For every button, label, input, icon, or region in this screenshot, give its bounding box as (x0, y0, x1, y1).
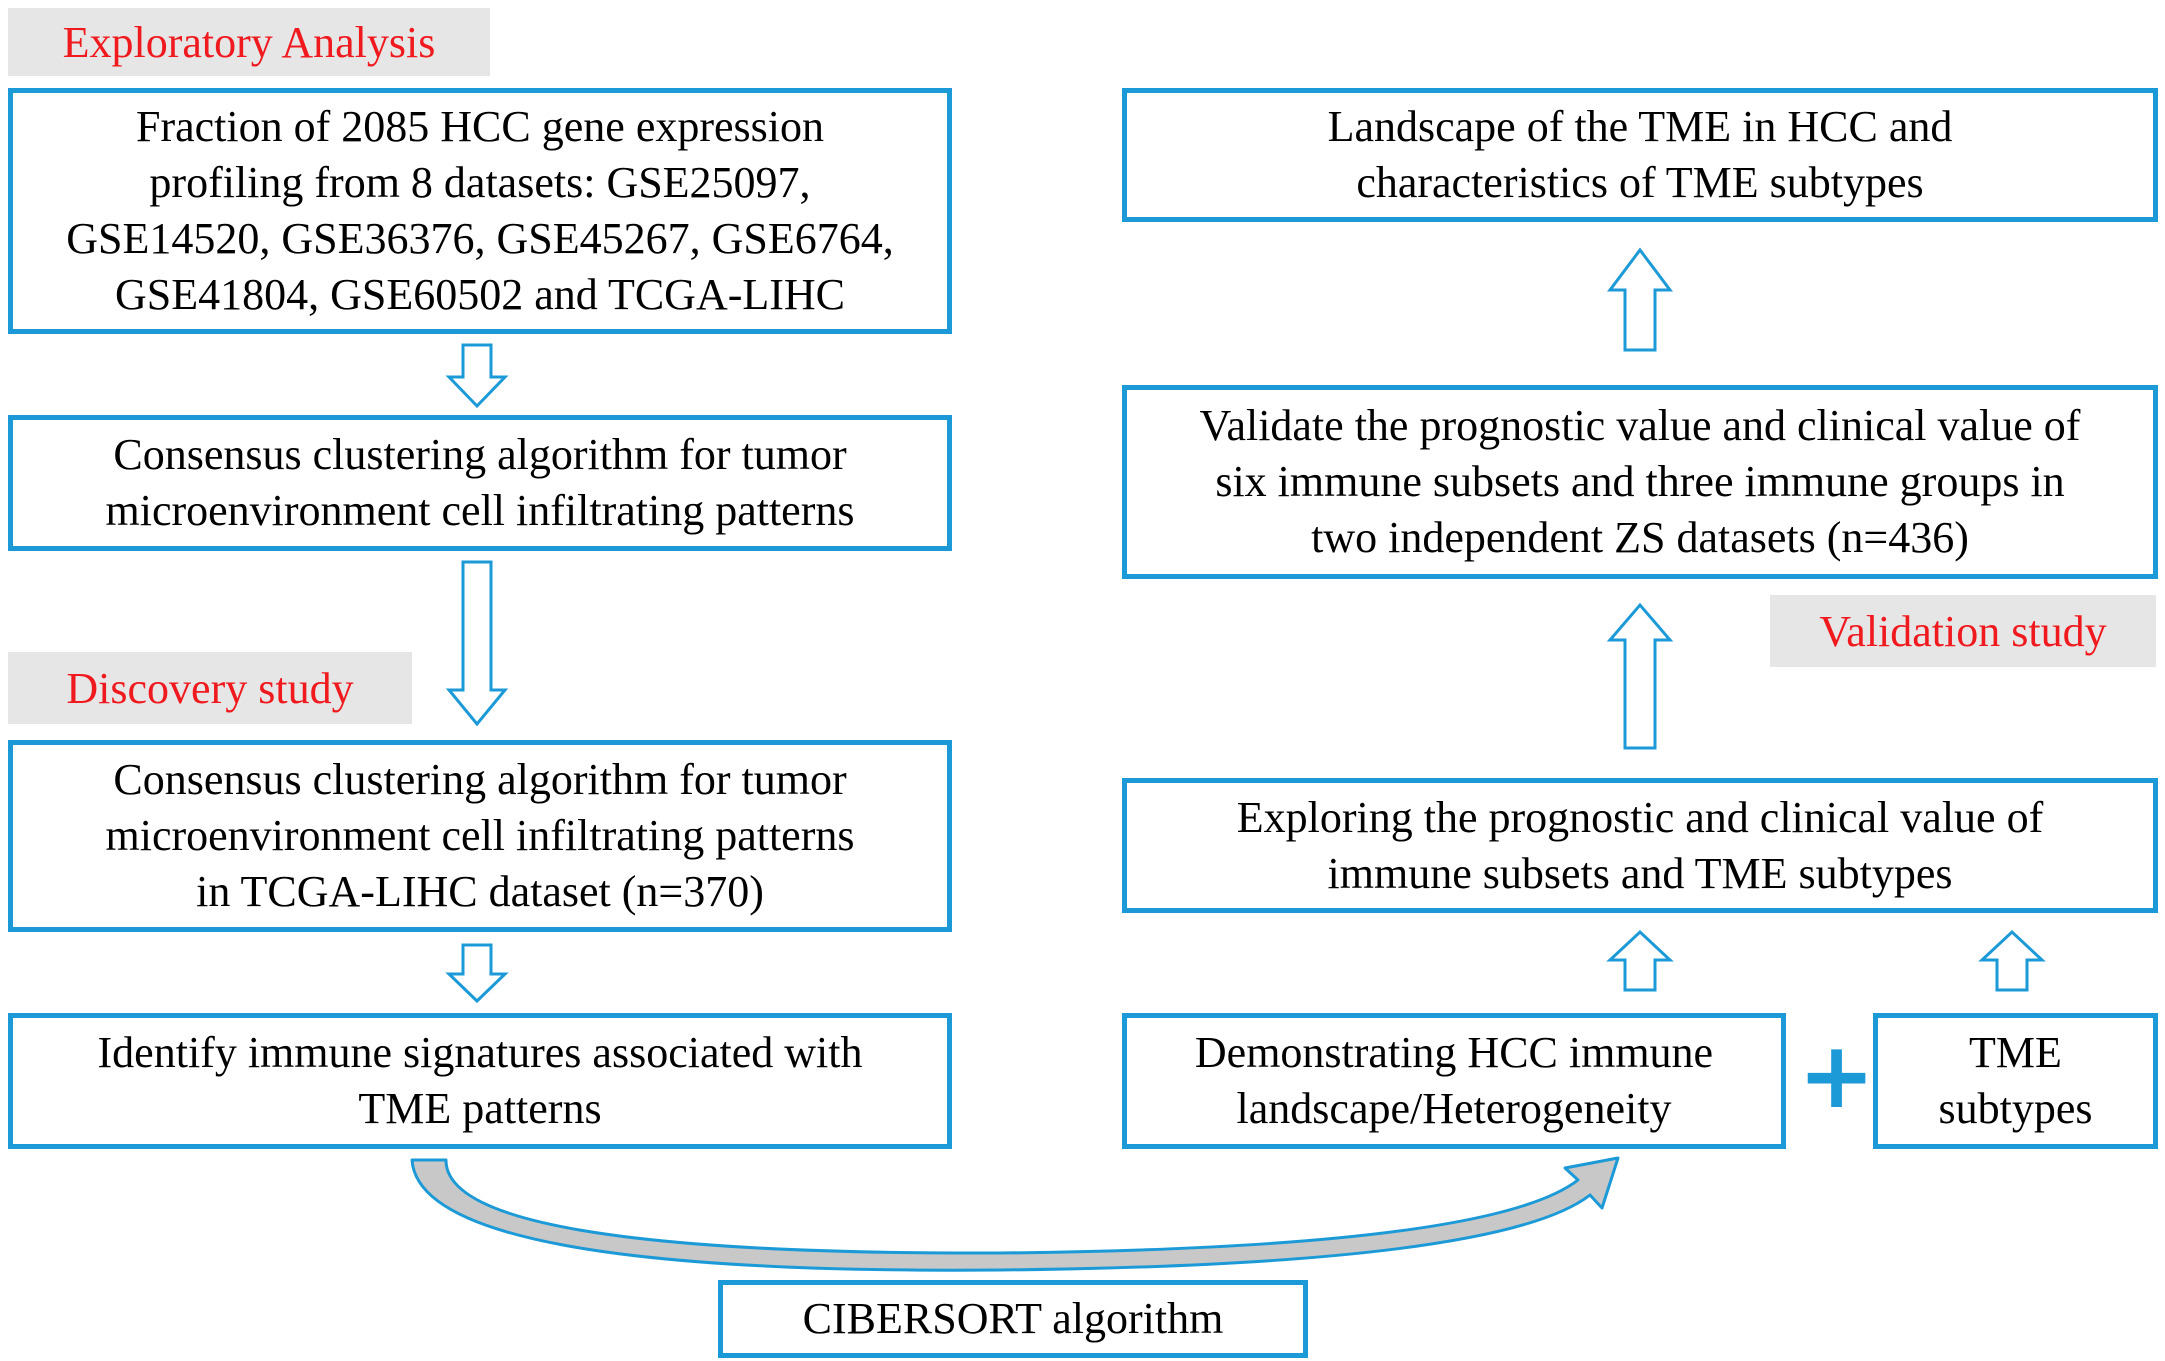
box-line: landscape/Heterogeneity (1236, 1084, 1672, 1133)
arrow-up-1 (1607, 247, 1673, 352)
box-tme-subtypes: TME subtypes (1873, 1013, 2158, 1149)
label-exploratory-analysis: Exploratory Analysis (8, 8, 490, 76)
box-consensus-clustering: Consensus clustering algorithm for tumor… (8, 415, 952, 551)
box-immune-landscape: Demonstrating HCC immune landscape/Heter… (1122, 1013, 1786, 1149)
arrow-up-3 (1606, 929, 1674, 992)
arrow-up-2 (1606, 602, 1674, 750)
box-line: Consensus clustering algorithm for tumor (113, 755, 847, 805)
box-line: microenvironment cell infiltrating patte… (105, 811, 855, 861)
box-line: Identify immune signatures associated wi… (97, 1028, 863, 1078)
box-line: GSE14520, GSE36376, GSE45267, GSE6764, (66, 214, 894, 263)
box-line: TME patterns (358, 1084, 602, 1133)
box-line: Landscape of the TME in HCC and (1327, 102, 1953, 152)
box-line: in TCGA-LIHC dataset (n=370) (196, 866, 764, 916)
arrow-down-1 (445, 343, 509, 409)
box-line: profiling from 8 datasets: GSE25097, (149, 158, 811, 208)
label-validation-study: Validation study (1770, 595, 2156, 667)
box-line: Exploring the prognostic and clinical va… (1236, 792, 2044, 842)
box-line: two independent ZS datasets (n=436) (1311, 512, 1969, 562)
box-line: TME (1969, 1028, 2062, 1078)
box-line: CIBERSORT algorithm (802, 1294, 1224, 1344)
box-line: Consensus clustering algorithm for tumor (113, 430, 847, 480)
box-line: characteristics of TME subtypes (1356, 158, 1924, 207)
box-validate-prognostic: Validate the prognostic value and clinic… (1122, 385, 2158, 579)
box-tme-landscape: Landscape of the TME in HCC and characte… (1122, 88, 2158, 222)
arrow-up-4 (1978, 929, 2046, 992)
box-line: six immune subsets and three immune grou… (1215, 457, 2065, 507)
box-consensus-clustering-tcga: Consensus clustering algorithm for tumor… (8, 740, 952, 932)
label-discovery-study: Discovery study (8, 652, 412, 724)
box-cibersort: CIBERSORT algorithm (718, 1280, 1308, 1358)
box-line: immune subsets and TME subtypes (1327, 848, 1953, 898)
box-line: GSE41804, GSE60502 and TCGA-LIHC (114, 269, 846, 319)
box-line: Validate the prognostic value and clinic… (1199, 401, 2081, 451)
box-identify-immune-signatures: Identify immune signatures associated wi… (8, 1013, 952, 1149)
plus-icon: + (1798, 1022, 1876, 1129)
arrow-down-2 (445, 560, 509, 727)
box-line: Demonstrating HCC immune (1194, 1028, 1714, 1078)
arrow-down-3 (445, 943, 509, 1004)
box-fraction-gene-expression: Fraction of 2085 HCC gene expression pro… (8, 88, 952, 334)
box-line: Fraction of 2085 HCC gene expression (136, 102, 824, 152)
curved-arrow (410, 1156, 1620, 1272)
box-line: subtypes (1938, 1084, 2093, 1133)
box-line: microenvironment cell infiltrating patte… (105, 486, 855, 535)
box-exploring-prognostic: Exploring the prognostic and clinical va… (1122, 778, 2158, 913)
